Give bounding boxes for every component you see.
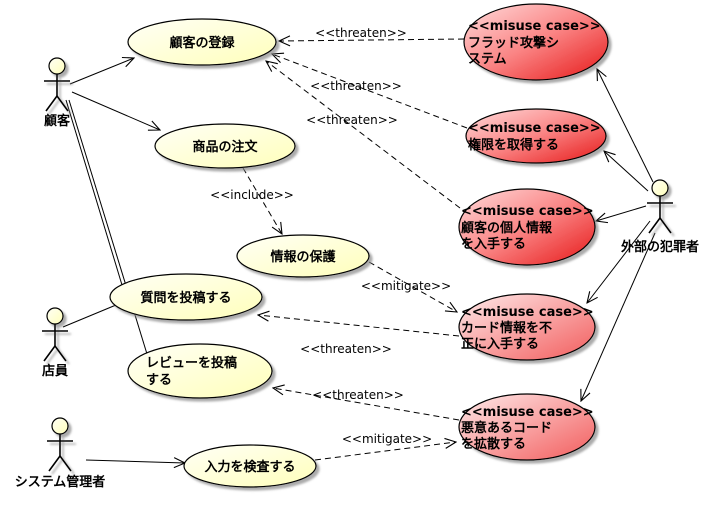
association-customer-question [65, 99, 123, 286]
diagram-usecases: 顧客の登録 商品の注文 情報の保護 質問を投稿する レビューを投稿 する 入力を… [109, 18, 370, 488]
actor-sysadmin[interactable]: システム管理者 [15, 417, 106, 490]
usecase-register[interactable]: 顧客の登録 [127, 18, 277, 66]
misusecase-malicious-code-stereotype: <<misuse case>> [461, 405, 594, 420]
association-customer-review [68, 99, 148, 355]
misusecase-malicious-code-label-line2: を拡散する [461, 436, 526, 452]
misusecase-personal-info-label-line2: を入手する [461, 236, 526, 252]
edge-label-mitigate-inspect-malicious: <<mitigate>> [342, 432, 432, 446]
misusecase-personal-info-shape[interactable] [458, 188, 596, 266]
diagram-actors: 顧客 店員 システム管理者 [15, 57, 699, 490]
usecase-protect-label: 情報の保護 [270, 249, 336, 265]
usecase-protect-shape[interactable] [236, 234, 370, 278]
usecase-review[interactable]: レビューを投稿 する [127, 343, 273, 399]
misusecase-flood-label-line2: ステム [468, 52, 507, 67]
usecase-register-label: 顧客の登録 [169, 35, 235, 51]
association-criminal-privilege [604, 151, 649, 192]
misusecase-privilege[interactable]: <<misuse case>> 権限を取得する [465, 108, 607, 164]
misusecase-card-info-label-line2: 正に入手する [461, 336, 539, 352]
association-criminal-personal-info [596, 205, 647, 221]
misusecase-card-info-label-line1: カード情報を不 [461, 320, 552, 336]
actor-sysadmin-label: システム管理者 [15, 474, 106, 490]
misusecase-flood-stereotype: <<misuse case>> [468, 19, 601, 34]
association-customer-register [69, 58, 134, 85]
usecase-question-shape[interactable] [109, 273, 263, 321]
misusecase-malicious-code-shape[interactable] [458, 393, 596, 461]
edge-label-threaten-card-question: <<threaten>> [300, 342, 392, 356]
threaten-malicious-review-line [273, 388, 460, 421]
misusecase-card-info-shape[interactable] [458, 293, 596, 361]
association-customer-order [71, 91, 160, 130]
usecase-order[interactable]: 商品の注文 [154, 123, 296, 169]
edge-label-threaten-malicious-review: <<threaten>> [312, 388, 404, 402]
person-icon[interactable] [42, 307, 68, 362]
usecase-protect[interactable]: 情報の保護 [236, 234, 370, 278]
edge-label-threaten-flood-register: <<threaten>> [315, 26, 407, 40]
misusecase-personal-info-stereotype: <<misuse case>> [461, 204, 594, 219]
actor-clerk[interactable]: 店員 [42, 307, 68, 379]
threaten-flood-register-line [279, 39, 465, 41]
usecase-question[interactable]: 質問を投稿する [109, 273, 263, 321]
person-icon[interactable] [47, 417, 73, 472]
association-criminal-flood [597, 69, 654, 183]
misusecase-flood-shape[interactable] [463, 3, 609, 81]
actor-clerk-label: 店員 [42, 363, 68, 379]
misusecase-malicious-code-label-line1: 悪意あるコード [461, 420, 552, 436]
person-icon[interactable] [647, 179, 673, 234]
person-icon[interactable] [44, 57, 70, 112]
association-criminal-malicious-code [581, 232, 656, 401]
diagram-misusecases: <<misuse case>> フラッド攻撃シ ステム <<misuse cas… [458, 3, 609, 461]
include-order-protect-line [242, 167, 282, 234]
edge-label-threaten-privilege-register: <<threaten>> [310, 79, 402, 93]
edge-label-threaten-personal-register: <<threaten>> [306, 113, 398, 127]
usecase-order-label: 商品の注文 [192, 139, 258, 155]
actor-criminal-label: 外部の犯罪者 [620, 239, 699, 255]
misusecase-flood[interactable]: <<misuse case>> フラッド攻撃シ ステム [463, 3, 609, 81]
usecase-review-shape[interactable] [127, 343, 273, 399]
misusecase-privilege-stereotype: <<misuse case>> [468, 121, 601, 136]
misusecase-privilege-shape[interactable] [465, 108, 607, 164]
misusecase-card-info[interactable]: <<misuse case>> カード情報を不 正に入手する [458, 293, 596, 361]
association-clerk-question [62, 304, 117, 328]
mitigate-protect-card-line [368, 261, 457, 312]
misusecase-card-info-stereotype: <<misuse case>> [461, 305, 594, 320]
edge-label-include-order-protect: <<include>> [210, 188, 294, 202]
association-criminal-card-info [587, 220, 651, 303]
misusecase-personal-info[interactable]: <<misuse case>> 顧客の個人情報 を入手する [458, 188, 596, 266]
usecase-order-shape[interactable] [154, 123, 296, 169]
threaten-personal-register-line [266, 61, 461, 209]
diagram-edges: <<threaten>> <<threaten>> <<threaten>> <… [62, 26, 656, 463]
edge-label-mitigate-protect-card: <<mitigate>> [361, 279, 451, 293]
misusecase-malicious-code[interactable]: <<misuse case>> 悪意あるコード を拡散する [458, 393, 596, 461]
usecase-review-label-line2: する [146, 373, 172, 388]
usecase-inspect[interactable]: 入力を検査する [183, 444, 317, 488]
misusecase-privilege-label-line1: 権限を取得する [468, 137, 559, 153]
misusecase-flood-label-line1: フラッド攻撃シ [468, 35, 559, 51]
mitigate-inspect-malicious-line [314, 442, 456, 461]
usecase-question-label: 質問を投稿する [140, 290, 231, 306]
association-sysadmin-inspect [85, 460, 185, 463]
usecase-review-label-line1: レビューを投稿 [146, 355, 237, 371]
usecase-register-shape[interactable] [127, 18, 277, 66]
usecase-inspect-shape[interactable] [183, 444, 317, 488]
threaten-privilege-register-line [272, 54, 468, 129]
actor-customer-label: 顧客 [44, 113, 71, 129]
usecase-inspect-label: 入力を検査する [204, 459, 295, 475]
actor-criminal[interactable]: 外部の犯罪者 [620, 179, 699, 255]
actor-customer[interactable]: 顧客 [44, 57, 71, 129]
threaten-card-question-line [258, 315, 460, 337]
misusecase-personal-info-label-line1: 顧客の個人情報 [461, 220, 553, 236]
